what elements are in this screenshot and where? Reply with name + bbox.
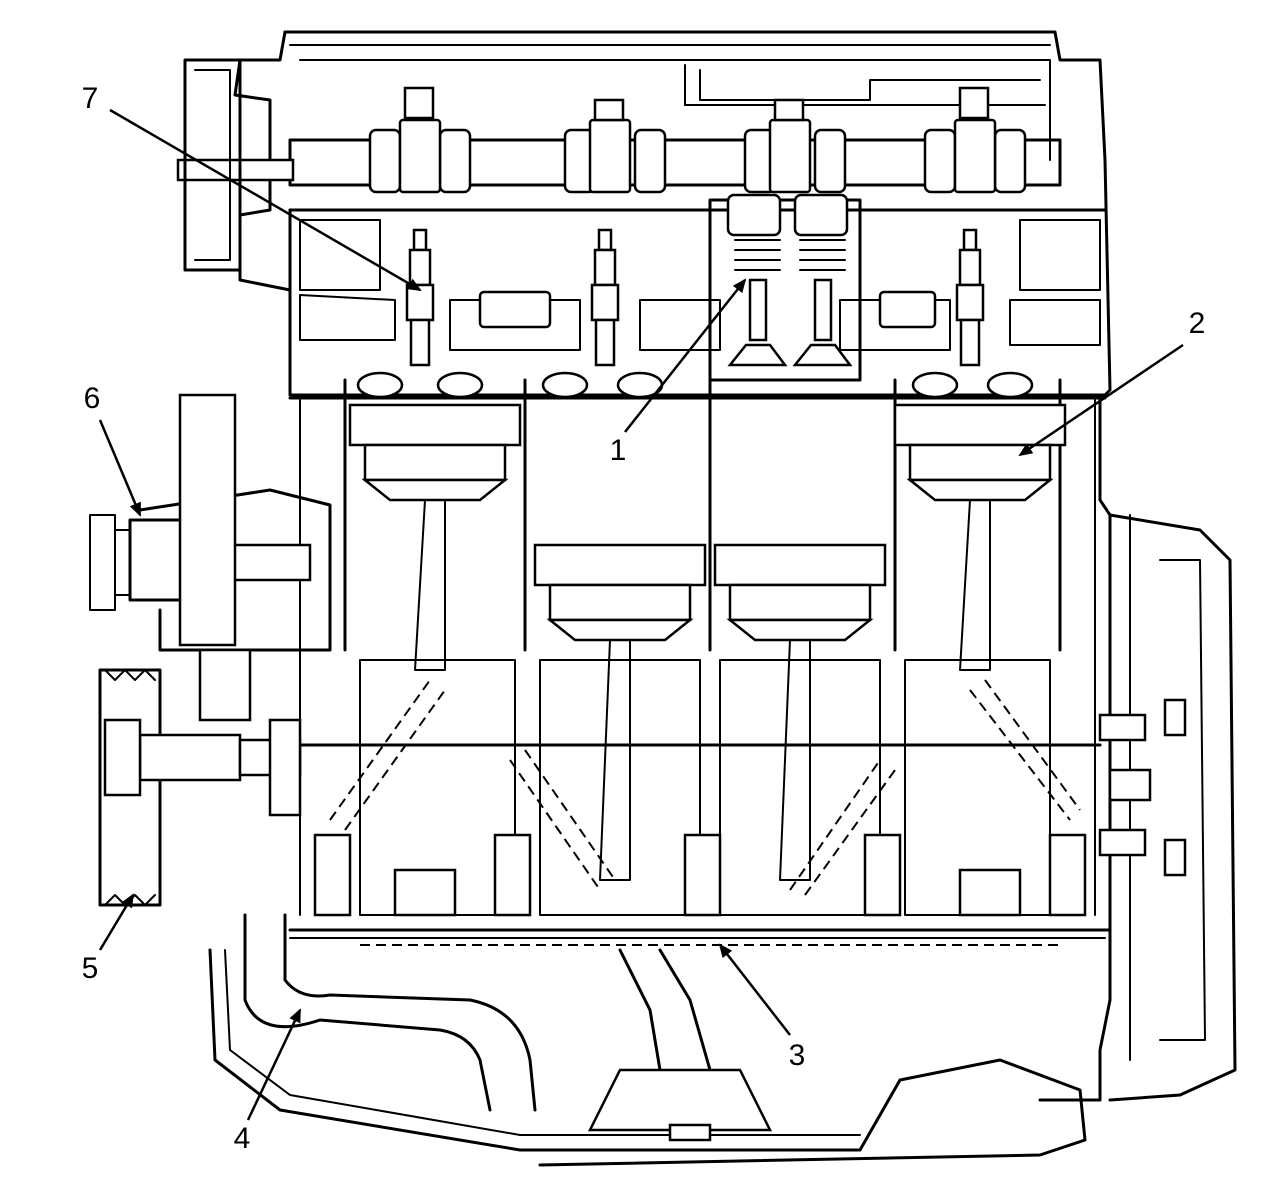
leader-5 bbox=[98, 893, 135, 951]
spark-plugs bbox=[405, 228, 985, 367]
callout-3: 3 bbox=[789, 1039, 806, 1072]
crank-pulley bbox=[98, 648, 302, 907]
cylinder-head bbox=[288, 208, 1107, 397]
water-pump bbox=[89, 393, 332, 652]
callout-7: 7 bbox=[82, 82, 99, 115]
callout-4: 4 bbox=[234, 1122, 251, 1155]
leader-7 bbox=[109, 108, 422, 292]
timing-cover bbox=[183, 58, 242, 272]
oil-pan bbox=[208, 928, 1112, 1167]
callout-5: 5 bbox=[82, 952, 99, 985]
callout-leaders bbox=[98, 108, 1184, 1121]
oil-pickup-tube bbox=[243, 913, 773, 1142]
leader-1 bbox=[624, 278, 747, 433]
valve-springs bbox=[708, 193, 862, 382]
callout-1: 1 bbox=[610, 434, 627, 467]
camshaft bbox=[176, 86, 1062, 194]
leader-4 bbox=[246, 1008, 302, 1121]
leader-2 bbox=[1018, 343, 1184, 457]
flywheel-housing bbox=[1098, 513, 1237, 1102]
pistons bbox=[348, 403, 1067, 642]
callout-2: 2 bbox=[1189, 307, 1206, 340]
connecting-rods bbox=[414, 499, 991, 881]
leader-6 bbox=[98, 419, 142, 517]
cylinders bbox=[299, 371, 1096, 916]
crankshaft bbox=[298, 659, 1102, 917]
leader-3 bbox=[718, 943, 791, 1036]
callout-labels: 1 2 3 4 5 6 7 bbox=[82, 82, 1206, 1155]
callout-6: 6 bbox=[84, 382, 101, 415]
